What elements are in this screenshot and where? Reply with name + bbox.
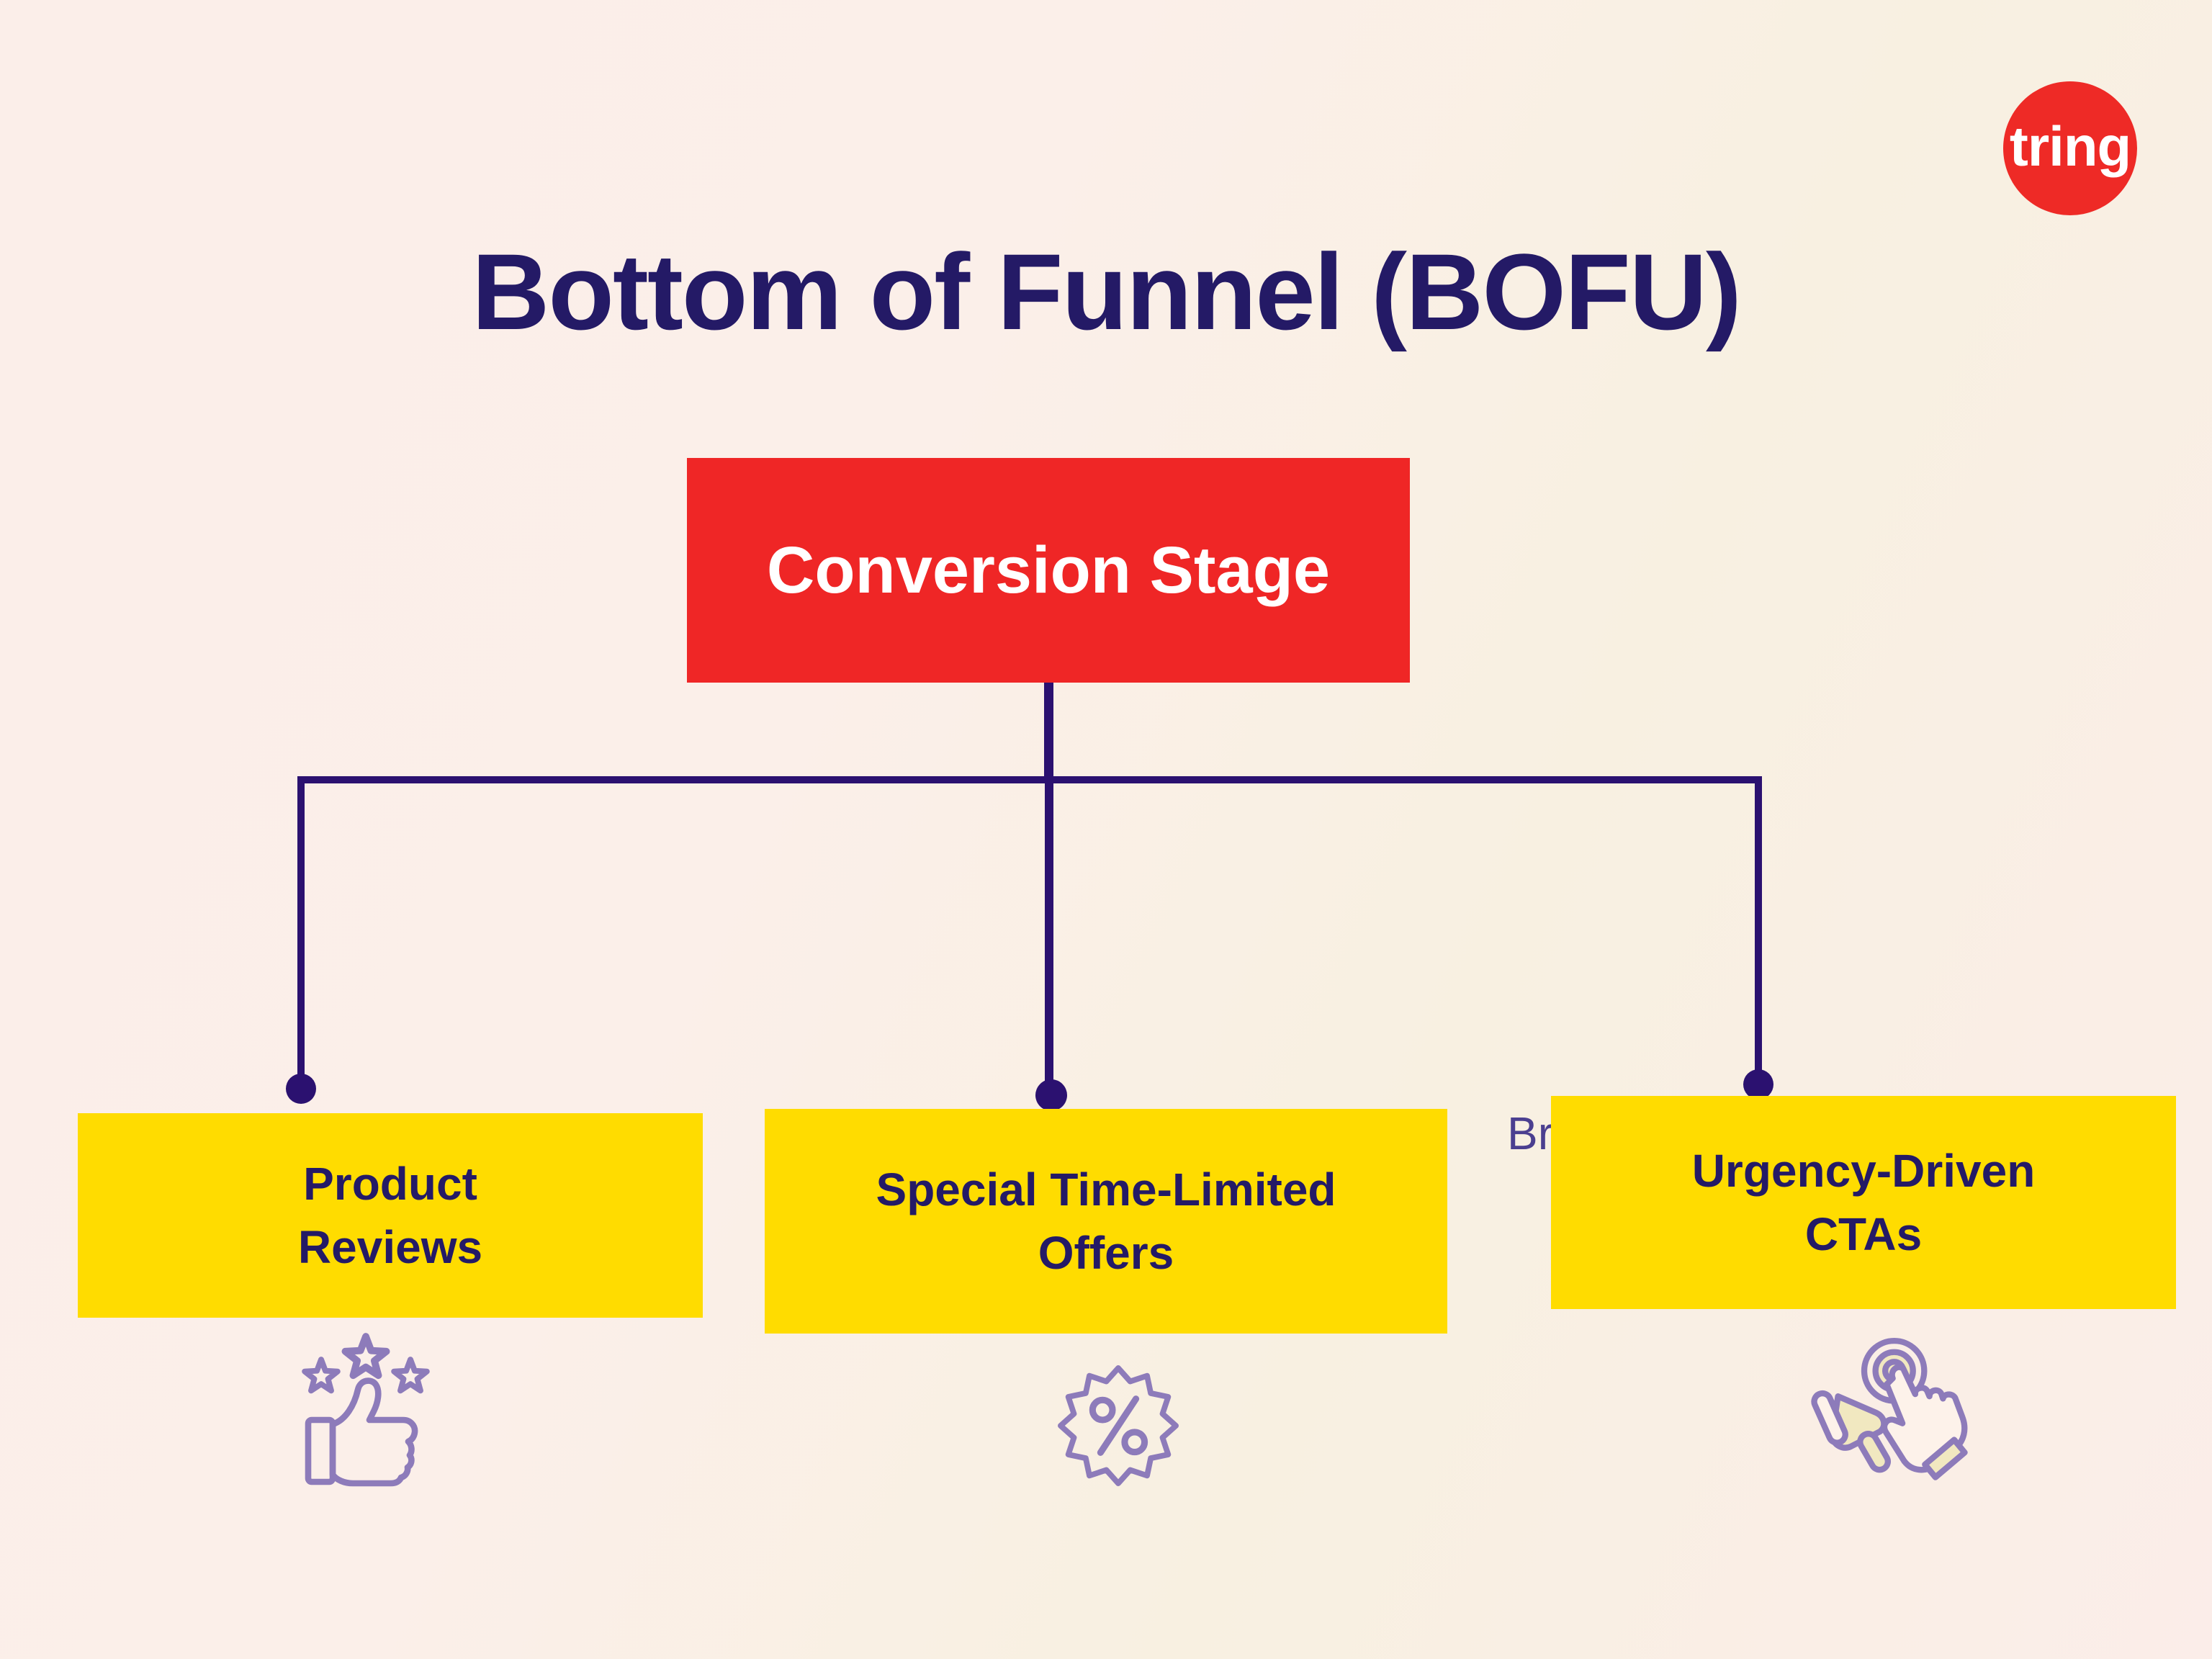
connector-drop-right xyxy=(1755,776,1762,1086)
percent-dot-bottom xyxy=(1121,1429,1148,1456)
thumbs-up-stars-icon xyxy=(302,1333,430,1487)
megaphone-click-icon xyxy=(1811,1337,1968,1480)
percent-dot-top xyxy=(1089,1396,1116,1424)
percent-badge-icon xyxy=(1058,1365,1179,1486)
label-line: Product xyxy=(303,1157,477,1210)
megaphone-handle xyxy=(1857,1431,1891,1473)
node-conversion-stage: Conversion Stage xyxy=(687,458,1410,683)
connector-dot-left xyxy=(286,1074,316,1104)
node-conversion-stage-label: Conversion Stage xyxy=(766,533,1331,607)
label-line: Special Time-Limited xyxy=(876,1163,1336,1215)
click-hand xyxy=(1881,1364,1968,1473)
connector-root-stub xyxy=(1044,681,1053,782)
hand-cuff xyxy=(1922,1437,1968,1480)
clipped-background-text: Br xyxy=(1507,1107,1553,1159)
node-product-reviews: Product Reviews xyxy=(78,1113,703,1318)
star-left xyxy=(302,1357,341,1394)
connector-horizontal xyxy=(297,776,1762,783)
tring-logo-label: tring xyxy=(2009,114,2131,178)
star-right xyxy=(391,1357,430,1394)
label-line: CTAs xyxy=(1804,1208,1923,1260)
thumb-cuff xyxy=(305,1416,336,1485)
node-special-offers: Special Time-Limited Offers xyxy=(765,1109,1447,1334)
node-urgency-ctas: Urgency-Driven CTAs xyxy=(1551,1096,2176,1309)
connector-dot-middle xyxy=(1035,1079,1067,1111)
label-line: Urgency-Driven xyxy=(1691,1144,2036,1197)
thumb-hand xyxy=(329,1377,418,1487)
connector-drop-left xyxy=(297,776,305,1090)
star-center xyxy=(341,1333,390,1380)
page-title: Bottom of Funnel (BOFU) xyxy=(472,230,1742,352)
node-urgency-ctas-label: Urgency-Driven CTAs xyxy=(1692,1139,2036,1267)
node-special-offers-label: Special Time-Limited Offers xyxy=(876,1158,1336,1285)
label-line: Reviews xyxy=(297,1221,483,1273)
megaphone-bell xyxy=(1811,1390,1848,1446)
node-product-reviews-label: Product Reviews xyxy=(298,1152,482,1280)
connector-dot-right xyxy=(1743,1069,1773,1100)
label-line: Offers xyxy=(1038,1227,1174,1279)
percent-slash xyxy=(1097,1395,1140,1456)
starburst-seal xyxy=(1058,1365,1179,1486)
tring-logo: tring xyxy=(2003,81,2137,215)
connector-drop-middle xyxy=(1045,776,1053,1097)
